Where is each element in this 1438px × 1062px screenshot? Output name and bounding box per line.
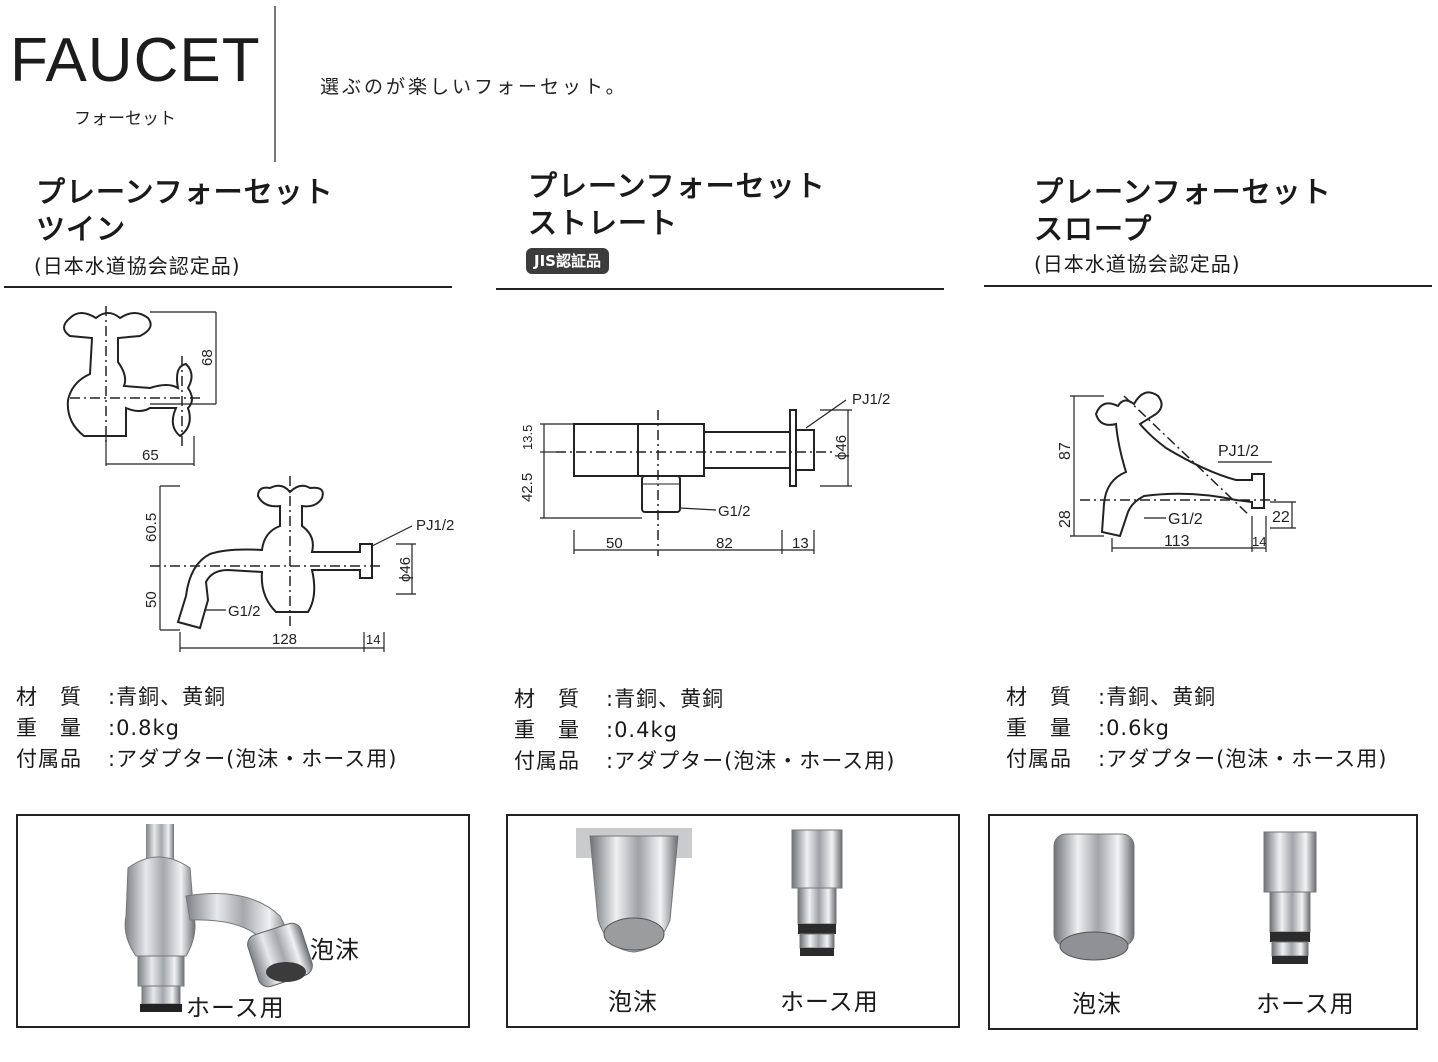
product-slope-note: (日本水道協会認定品)	[1034, 252, 1241, 276]
spec-key: 付属品	[16, 747, 82, 771]
spec-value: :青銅、黄銅	[606, 687, 725, 711]
product-slope-rule	[984, 285, 1432, 287]
product-slope-drawing: 87 28 PJ1/2 G1/2 113 14 22	[1057, 391, 1296, 552]
product-twin-rule	[4, 286, 452, 288]
twin-faucet-photo	[124, 824, 313, 1012]
twin-side-body-shape	[176, 484, 373, 630]
slope-caption-hose: ホース用	[1256, 990, 1355, 1018]
spec-value: :アダプター(泡沫・ホース用)	[1098, 747, 1388, 771]
product-twin-title: プレーンフォーセット ツイン	[36, 174, 334, 248]
slope-dim-22: 22	[1272, 509, 1290, 526]
twin-dim-14: 14	[366, 632, 380, 647]
spec-value: :0.4kg	[606, 718, 678, 742]
twin-dim-60-5: 60.5	[143, 513, 160, 542]
spec-value: :アダプター(泡沫・ホース用)	[606, 749, 896, 773]
twin-top-handle-shape	[63, 312, 193, 438]
slope-adapters-photo	[1053, 831, 1317, 964]
twin-dim-50: 50	[143, 591, 160, 608]
twin-dim-68: 68	[199, 349, 216, 366]
spec-key: 材 質	[16, 685, 82, 709]
product-twin-note: (日本水道協会認定品)	[34, 254, 241, 278]
twin-caption-hose: ホース用	[186, 994, 285, 1022]
spec-row-accessory: 付属品 :アダプター(泡沫・ホース用)	[514, 746, 895, 777]
spec-row-weight: 重 量 :0.6kg	[1006, 713, 1387, 744]
product-twin-photo-box: 泡沫 ホース用	[16, 814, 470, 1028]
straight-dim-pj: PJ1/2	[852, 391, 890, 408]
spec-key: 材 質	[1006, 685, 1072, 709]
product-straight-drawing: 13.5 42.5 ϕ46 PJ1/2 G1/2 50 82 13	[519, 391, 890, 556]
product-twin-title-line1: プレーンフォーセット	[36, 175, 334, 209]
spec-value: :青銅、黄銅	[108, 685, 227, 709]
straight-dim-82: 82	[716, 535, 733, 552]
twin-dim-65: 65	[142, 447, 159, 464]
spec-key: 材 質	[514, 687, 580, 711]
spec-key: 付属品	[1006, 747, 1072, 771]
slope-dim-pj: PJ1/2	[1218, 443, 1259, 460]
spec-value: :0.8kg	[108, 716, 180, 740]
spec-row-material: 材 質 :青銅、黄銅	[16, 682, 397, 713]
slope-caption-foam: 泡沫	[1072, 990, 1122, 1018]
slope-body-shape	[1094, 391, 1265, 538]
straight-dim-13-5: 13.5	[520, 425, 535, 450]
product-slope-spec: 材 質 :青銅、黄銅 重 量 :0.6kg 付属品 :アダプター(泡沫・ホース用)	[1006, 682, 1387, 775]
product-twin-title-line2: ツイン	[36, 212, 127, 246]
tagline: 選ぶのが楽しいフォーセット。	[320, 76, 628, 98]
spec-row-weight: 重 量 :0.4kg	[514, 715, 895, 746]
straight-dim-g: G1/2	[718, 503, 751, 520]
product-straight-title-line2: ストレート	[528, 206, 679, 240]
straight-dim-phi46: ϕ46	[833, 435, 850, 460]
straight-caption-hose: ホース用	[780, 988, 879, 1016]
product-straight-title-line1: プレーンフォーセット	[528, 169, 826, 203]
spec-row-material: 材 質 :青銅、黄銅	[1006, 682, 1387, 713]
slope-dim-g: G1/2	[1168, 511, 1203, 528]
twin-dim-g: G1/2	[228, 603, 261, 620]
twin-caption-foam: 泡沫	[310, 936, 360, 964]
product-slope-title-line1: プレーンフォーセット	[1034, 175, 1332, 209]
spec-row-material: 材 質 :青銅、黄銅	[514, 684, 895, 715]
slope-dim-87: 87	[1057, 442, 1074, 460]
spec-key: 重 量	[1006, 716, 1072, 740]
brand-title: FAUCET	[10, 26, 261, 95]
twin-dim-pj: PJ1/2	[416, 517, 454, 534]
spec-value: :青銅、黄銅	[1098, 685, 1217, 709]
slope-dim-14: 14	[1252, 534, 1266, 549]
product-straight-photo-box: 泡沫 ホース用	[506, 814, 960, 1028]
twin-dim-phi46: ϕ46	[397, 557, 414, 582]
straight-dim-13: 13	[792, 535, 809, 552]
straight-caption-foam: 泡沫	[608, 988, 658, 1016]
spec-key: 重 量	[514, 718, 580, 742]
straight-handle-block	[573, 423, 639, 477]
straight-adapters-photo	[576, 828, 843, 956]
spec-key: 重 量	[16, 716, 82, 740]
spec-key: 付属品	[514, 749, 580, 773]
product-twin-drawing: 68 65 60.5 50 ϕ46 PJ1/2 G1/2 128 14	[63, 306, 454, 652]
spec-row-accessory: 付属品 :アダプター(泡沫・ホース用)	[1006, 744, 1387, 775]
product-straight-spec: 材 質 :青銅、黄銅 重 量 :0.4kg 付属品 :アダプター(泡沫・ホース用)	[514, 684, 895, 777]
product-twin-spec: 材 質 :青銅、黄銅 重 量 :0.8kg 付属品 :アダプター(泡沫・ホース用)	[16, 682, 397, 775]
spec-row-accessory: 付属品 :アダプター(泡沫・ホース用)	[16, 744, 397, 775]
spec-value: :0.6kg	[1098, 716, 1170, 740]
spec-value: :アダプター(泡沫・ホース用)	[108, 747, 398, 771]
straight-dim-50: 50	[606, 535, 623, 552]
header-divider	[274, 6, 276, 162]
product-straight-rule	[496, 288, 944, 290]
product-slope-title-line2: スロープ	[1034, 212, 1153, 246]
straight-dim-42-5: 42.5	[519, 473, 536, 502]
spec-row-weight: 重 量 :0.8kg	[16, 713, 397, 744]
product-straight-title: プレーンフォーセット ストレート	[528, 168, 826, 242]
jis-badge: JIS認証品	[526, 248, 609, 274]
twin-dim-128: 128	[272, 631, 297, 648]
brand-subtitle: フォーセット	[74, 109, 176, 129]
slope-dim-113: 113	[1164, 533, 1190, 550]
product-slope-title: プレーンフォーセット スロープ	[1034, 174, 1332, 248]
product-slope-photo-box: 泡沫 ホース用	[988, 814, 1418, 1030]
slope-dim-28: 28	[1057, 510, 1074, 528]
